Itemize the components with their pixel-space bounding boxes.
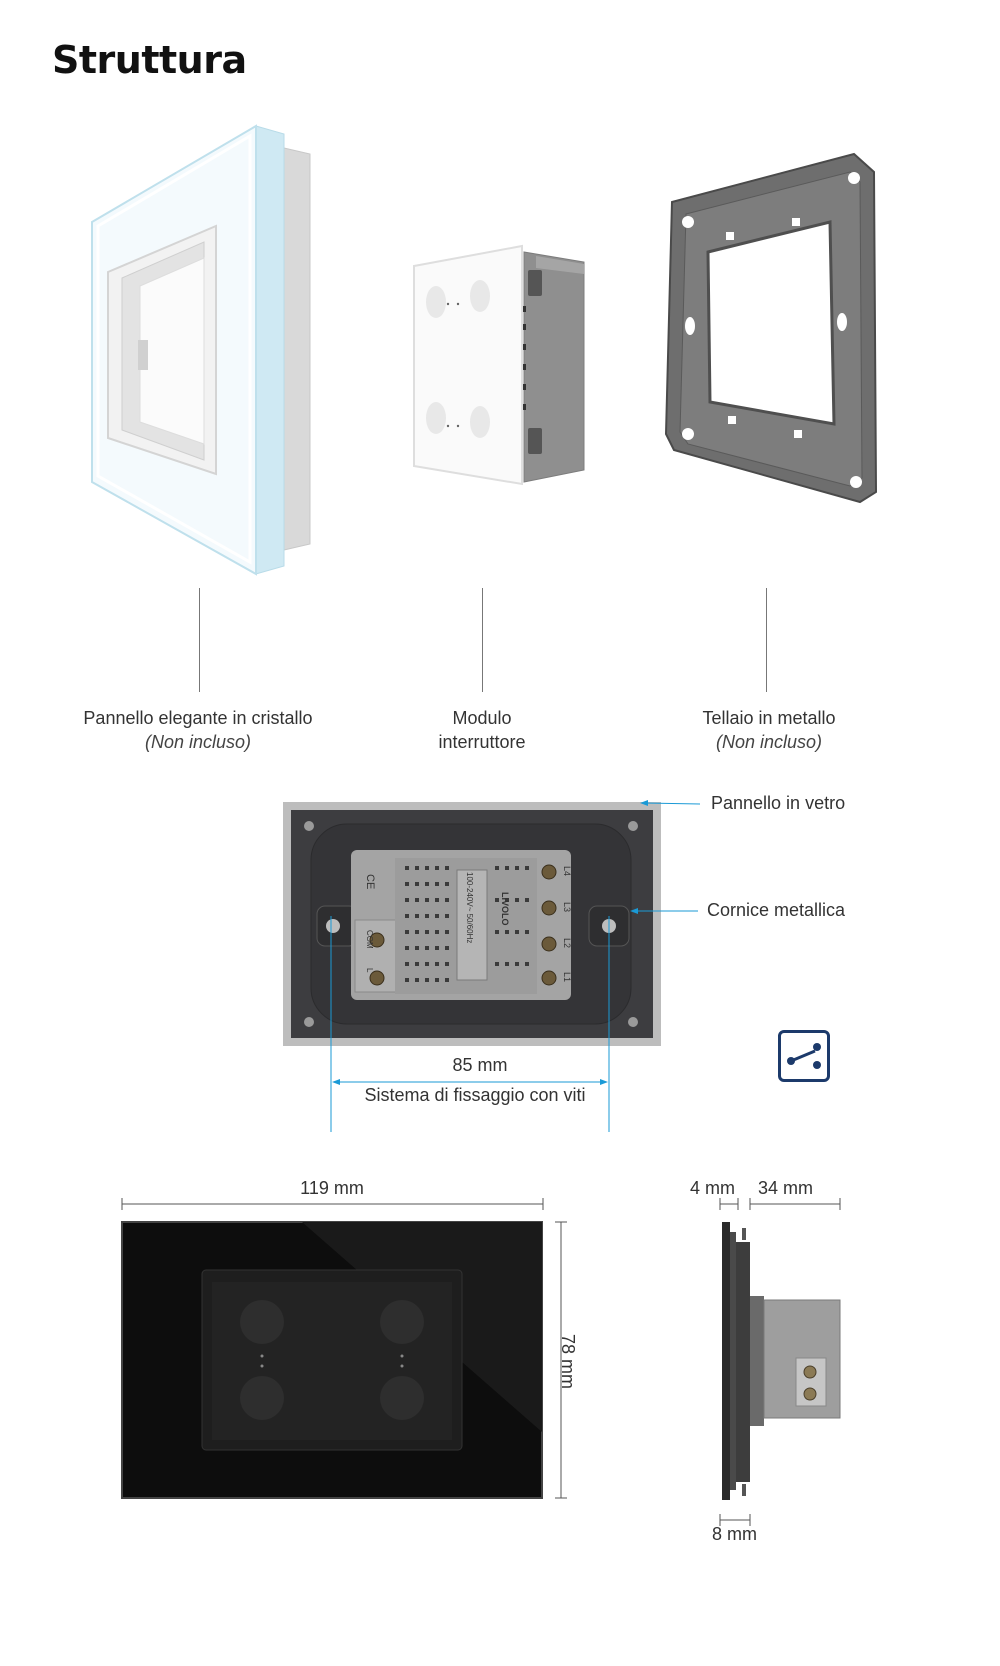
label-module-line2: interruttore: [438, 732, 526, 752]
leader-line-panel: [199, 588, 200, 692]
label-glass-panel-note: (Non incluso): [144, 732, 252, 752]
screw-distance: 85 mm: [452, 1055, 508, 1075]
back-view-image: [283, 802, 661, 1046]
label-glass-panel-name: Pannello elegante in cristallo: [83, 708, 313, 728]
dimension-frame-thickness: 8 mm: [712, 1524, 757, 1544]
metal-frame-image: [664, 152, 878, 504]
leader-line-frame: [766, 588, 767, 692]
label-module-line1: Modulo: [452, 708, 512, 728]
callout-glass-panel: Pannello in vetro: [711, 793, 846, 813]
switch-module-image: [413, 244, 585, 486]
label-metal-frame-name: Tellaio in metallo: [702, 708, 836, 728]
front-view-black-panel: [121, 1221, 543, 1499]
leader-line-module: [482, 588, 483, 692]
switch-icon: [778, 1030, 830, 1082]
screw-system-label: Sistema di fissaggio con viti: [364, 1085, 586, 1105]
page-title: Struttura: [52, 38, 247, 82]
dimension-depth: 34 mm: [758, 1178, 814, 1198]
label-metal-frame: Tellaio in metallo (Non incluso): [646, 706, 892, 754]
side-view-image: [722, 1222, 841, 1500]
dimension-width: 119 mm: [300, 1178, 364, 1198]
label-metal-frame-note: (Non incluso): [715, 732, 823, 752]
glass-panel-image: [91, 124, 311, 576]
dimension-glass-thickness: 4 mm: [690, 1178, 735, 1198]
callout-metal-frame: Cornice metallica: [707, 900, 846, 920]
label-glass-panel: Pannello elegante in cristallo (Non incl…: [58, 706, 338, 754]
label-switch-module: Modulo interruttore: [382, 706, 582, 754]
